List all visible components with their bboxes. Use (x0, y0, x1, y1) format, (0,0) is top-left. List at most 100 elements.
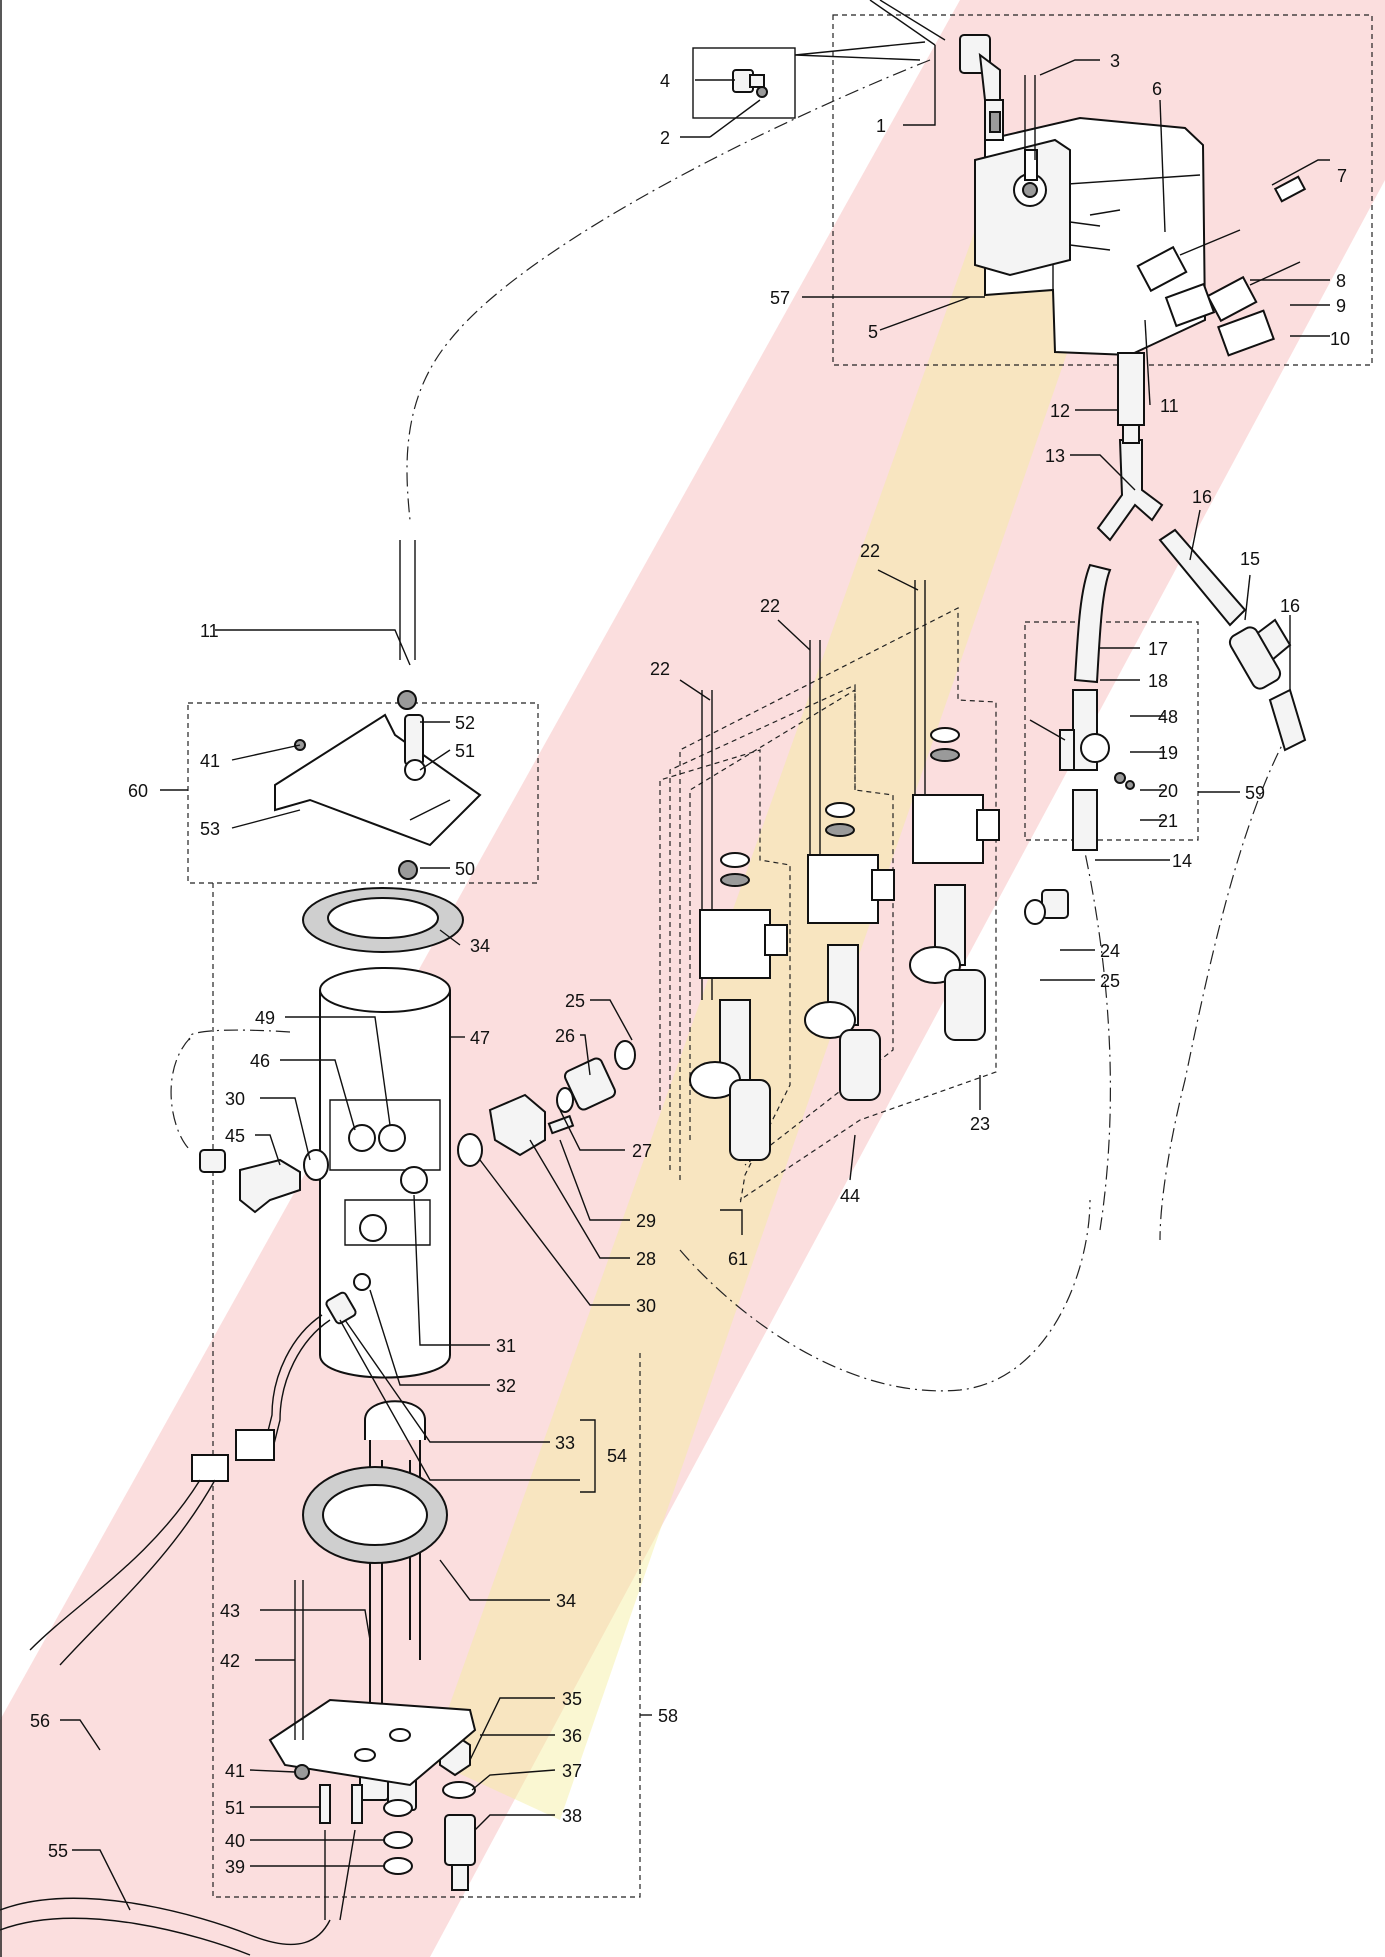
callout-22-left: 22 (650, 659, 670, 679)
callout-32: 32 (496, 1376, 516, 1396)
callout-27: 27 (632, 1141, 652, 1161)
callout-26: 26 (555, 1026, 575, 1046)
callout-13: 13 (1045, 446, 1065, 466)
callout-22-right: 22 (860, 541, 880, 561)
callout-29: 29 (636, 1211, 656, 1231)
elbow-fitting (959, 34, 1004, 141)
power-cable-55 (0, 1829, 356, 1956)
callout-40: 40 (225, 1831, 245, 1851)
hoses-16 (1073, 528, 1307, 752)
y-fitting (1096, 424, 1164, 542)
solenoid-valve-right (909, 580, 1000, 1041)
callout-21: 21 (1158, 811, 1178, 831)
callout-41-top: 41 (200, 751, 220, 771)
callout-25-left: 25 (565, 991, 585, 1011)
level-control-box (974, 116, 1207, 357)
callout-34-top: 34 (470, 936, 490, 956)
solenoid-valve-middle (804, 640, 895, 1101)
callout-54: 54 (607, 1446, 627, 1466)
temperature-sensor-15 (1228, 626, 1282, 690)
callout-16-right: 16 (1280, 596, 1300, 616)
callout-30-left: 30 (225, 1089, 245, 1109)
solenoid-valve-left (689, 690, 788, 1161)
group-box-4-2 (692, 47, 796, 119)
callout-6: 6 (1152, 79, 1162, 99)
callout-30-right: 30 (636, 1296, 656, 1316)
tube-top (869, 0, 936, 46)
callout-48: 48 (1158, 707, 1178, 727)
callout-15: 15 (1240, 549, 1260, 569)
heating-element (302, 1400, 471, 1811)
callout-22-mid: 22 (760, 596, 780, 616)
fitting-26 (556, 1040, 636, 1113)
callout-55: 55 (48, 1841, 68, 1861)
callout-56: 56 (30, 1711, 50, 1731)
callout-2: 2 (660, 128, 670, 148)
callout-61: 61 (728, 1249, 748, 1269)
callout-8: 8 (1336, 271, 1346, 291)
callout-20: 20 (1158, 781, 1178, 801)
callout-37: 37 (562, 1761, 582, 1781)
callout-31: 31 (496, 1336, 516, 1356)
callout-36: 36 (562, 1726, 582, 1746)
callout-24: 24 (1100, 941, 1120, 961)
callout-23: 23 (970, 1114, 990, 1134)
group-box-57 (832, 14, 1373, 366)
callout-35: 35 (562, 1689, 582, 1709)
callout-11-top: 11 (1160, 396, 1179, 416)
callout-5: 5 (868, 322, 878, 342)
mounting-plate (274, 690, 482, 880)
callout-44: 44 (840, 1186, 860, 1206)
insulating-plate (1164, 282, 1275, 357)
callout-16-left: 16 (1192, 487, 1212, 507)
callout-19: 19 (1158, 743, 1178, 763)
tube-top-b (879, 0, 946, 41)
tube-12 (1117, 352, 1145, 426)
callout-9: 9 (1336, 296, 1346, 316)
group-box-60 (187, 702, 539, 884)
group-box-valves (659, 607, 997, 1206)
bracket-48 (1029, 719, 1135, 790)
callout-51-bottom: 51 (225, 1798, 245, 1818)
callout-12: 12 (1050, 401, 1070, 421)
callout-38: 38 (562, 1806, 582, 1826)
screw-4-2 (732, 41, 926, 98)
routing-lines (170, 59, 1291, 1392)
callout-14: 14 (1172, 851, 1192, 871)
callout-25-right: 25 (1100, 971, 1120, 991)
callout-34-bottom: 34 (556, 1591, 576, 1611)
callout-59: 59 (1245, 783, 1265, 803)
callout-1: 1 (876, 116, 886, 136)
callout-11-left: 11 (200, 621, 219, 641)
callout-18: 18 (1148, 671, 1168, 691)
fitting-28 (457, 1093, 575, 1167)
callout-51-top: 51 (455, 741, 475, 761)
callout-53: 53 (200, 819, 220, 839)
callout-28: 28 (636, 1249, 656, 1269)
callout-4: 4 (660, 71, 670, 91)
callout-50: 50 (455, 859, 475, 879)
callout-57: 57 (770, 288, 790, 308)
callout-33: 33 (555, 1433, 575, 1453)
callout-3: 3 (1110, 51, 1120, 71)
leader-lines (60, 45, 1330, 1911)
callout-45: 45 (225, 1126, 245, 1146)
callout-60: 60 (128, 781, 148, 801)
bottom-plate (268, 1580, 477, 1787)
callout-17: 17 (1148, 639, 1168, 659)
callout-10: 10 (1330, 329, 1350, 349)
microswitch (1136, 175, 1307, 323)
callout-labels: 4 2 1 3 6 7 8 9 10 57 5 11 12 13 16 15 1… (30, 51, 1350, 1877)
callout-47: 47 (470, 1028, 490, 1048)
callout-49: 49 (255, 1008, 275, 1028)
callout-58: 58 (658, 1706, 678, 1726)
callout-42: 42 (220, 1651, 240, 1671)
callout-52: 52 (455, 713, 475, 733)
group-box-58 (212, 883, 641, 1898)
tube-14 (1072, 689, 1098, 851)
fitting-24 (1024, 889, 1069, 925)
level-probe-33 (29, 1291, 357, 1666)
